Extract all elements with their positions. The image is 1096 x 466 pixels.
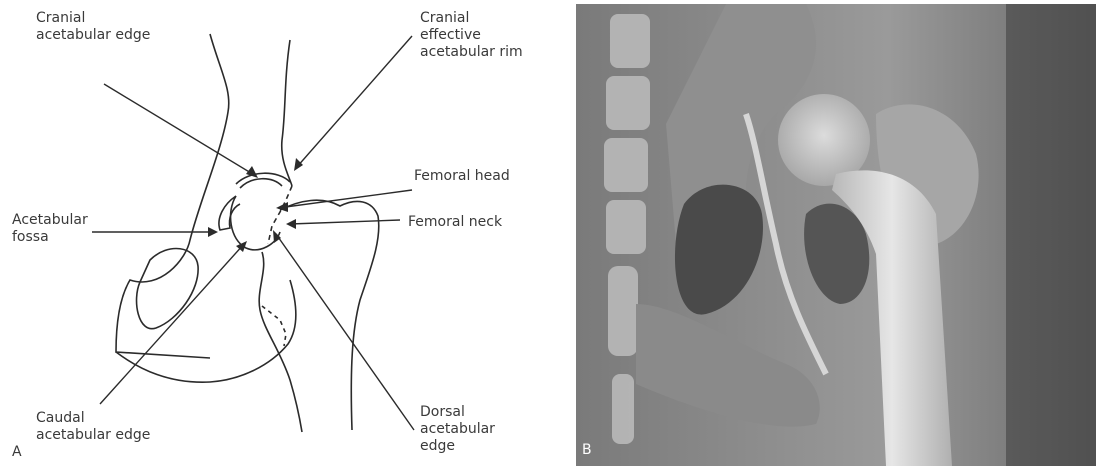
acetabular-fossa-notch [219,196,240,230]
label-acetabular-fossa: Acetabular fossa [12,212,88,246]
label-cranial-acetabular-edge: Cranial acetabular edge [36,10,150,44]
radiograph-drawing [576,4,1096,466]
label-dorsal-acetabular-edge: Dorsal acetabular edge [420,404,495,455]
panel-letter-a: A [12,444,22,460]
xray-panel-b: B [568,0,1096,466]
acetabulum-cup [240,179,282,188]
ilium-left-outline [116,34,229,358]
panel-letter-b: B [582,442,592,458]
pelvis-lower-outline [116,280,296,382]
femoral-head-outline [231,196,280,250]
dashed-rim-line [268,186,292,244]
ilium-right-outline [282,40,292,186]
obturator-foramen [137,249,199,329]
arrowheads [208,158,303,252]
label-caudal-acetabular-edge: Caudal acetabular edge [36,410,150,444]
diagram-panel-a: Cranial acetabular edge Cranial effectiv… [0,0,568,466]
label-femoral-neck: Femoral neck [408,214,502,231]
radiograph-image [576,4,1096,466]
label-femoral-head: Femoral head [414,168,510,185]
label-cranial-effective-rim: Cranial effective acetabular rim [420,10,523,61]
femur-outline-lower [259,252,302,432]
